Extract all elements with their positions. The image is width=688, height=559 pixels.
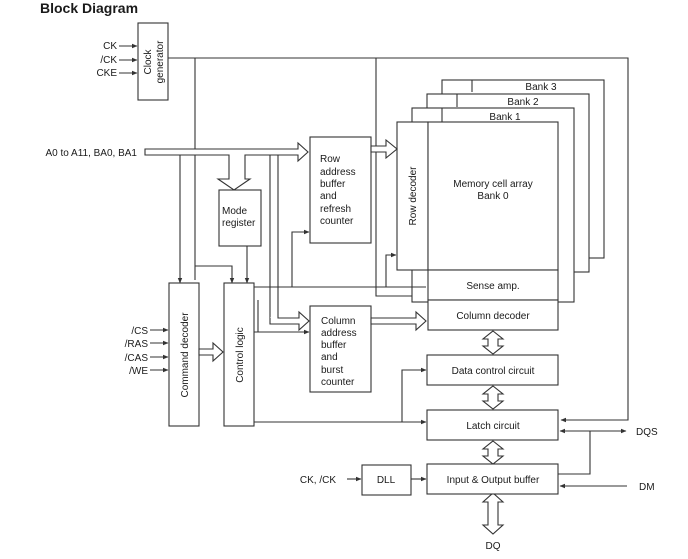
row-buffer-line-4: and [320, 191, 337, 202]
command-inputs: /CS /RAS /CAS /WE [125, 326, 169, 377]
control-logic-label: Control logic [235, 327, 246, 383]
mode-register-line-2: register [222, 218, 256, 229]
column-address-buffer-block: Column address buffer and burst counter [309, 305, 372, 393]
column-buffer-line-5: burst [321, 365, 343, 376]
dqs-output-label: DQS [636, 427, 658, 438]
clock-generator-label-1: Clock [143, 49, 154, 75]
row-address-buffer-block: Row address buffer and refresh counter [309, 136, 372, 244]
command-decoder-block: Command decoder [168, 282, 200, 427]
row-decoder-block: Row decoder [396, 121, 429, 271]
ck-input-label: CK [103, 41, 117, 52]
control-logic-wires [254, 229, 427, 425]
dll-label: DLL [377, 475, 396, 486]
address-tap-wires [177, 155, 279, 318]
data-control-label: Data control circuit [452, 366, 535, 377]
decoder-to-control-bus [198, 341, 224, 363]
row-buffer-line-6: counter [320, 216, 354, 227]
latch-circuit-block: Latch circuit [426, 409, 559, 441]
dll-block: DLL [361, 464, 412, 496]
clock-generator-block: Clock generator [137, 22, 169, 101]
we-input-label: /WE [129, 366, 148, 377]
data-control-circuit-block: Data control circuit [426, 354, 559, 386]
latch-io-bus [481, 440, 505, 465]
column-buffer-line-4: and [321, 352, 338, 363]
mode-register-line-1: Mode [222, 206, 247, 217]
row-buffer-line-1: Row [320, 154, 341, 165]
dm-input-label: DM [639, 482, 655, 493]
ras-input-label: /RAS [125, 339, 149, 350]
clock-inputs: CK /CK CKE [96, 41, 138, 79]
row-buffer-line-5: refresh [320, 204, 351, 215]
column-buffer-line-6: counter [321, 377, 355, 388]
io-buffer-label: Input & Output buffer [447, 475, 540, 486]
memory-cell-array-bank-0: Memory cell array Bank 0 [427, 121, 559, 271]
column-buffer-line-1: Column [321, 316, 355, 327]
bidirectional-buses [481, 330, 505, 535]
latch-label: Latch circuit [466, 421, 520, 432]
cke-input-label: CKE [96, 68, 117, 79]
dll-clock-input-label: CK, /CK [300, 475, 336, 486]
bank-0-label: Bank 0 [477, 191, 509, 202]
clock-to-control-wire [195, 265, 235, 284]
dq-bus [481, 492, 505, 535]
bank-3-label: Bank 3 [525, 82, 557, 93]
column-decoder-label: Column decoder [456, 311, 530, 322]
nck-input-label: /CK [100, 55, 117, 66]
column-buffer-line-2: address [321, 328, 357, 339]
column-decoder-block: Column decoder [427, 299, 559, 331]
column-buffer-line-3: buffer [321, 340, 347, 351]
clock-generator-label-2: generator [155, 40, 166, 83]
address-bus-arrow [144, 141, 309, 191]
bank-1-label: Bank 1 [489, 112, 521, 123]
memory-array-label: Memory cell array [453, 179, 532, 190]
row-decoder-label: Row decoder [408, 166, 419, 226]
clock-distribution-wires [168, 57, 629, 423]
mode-register-block: Mode register [218, 189, 262, 247]
row-buffer-line-2: address [320, 167, 356, 178]
io-buffer-block: Input & Output buffer [426, 463, 559, 495]
sense-amp-block: Sense amp. [427, 269, 559, 301]
dq-output-label: DQ [486, 541, 501, 552]
address-to-column-buffer-bus [269, 306, 310, 332]
sense-amp-label: Sense amp. [466, 281, 519, 292]
column-decoder-data-control-bus [481, 330, 505, 355]
row-address-to-decoder-bus [370, 138, 398, 160]
address-input-label: A0 to A11, BA0, BA1 [45, 148, 137, 159]
data-control-latch-bus [481, 385, 505, 410]
bank-2-label: Bank 2 [507, 97, 539, 108]
dqs-wires [558, 428, 627, 475]
cas-input-label: /CAS [125, 353, 149, 364]
cs-input-label: /CS [131, 326, 148, 337]
row-buffer-line-3: buffer [320, 179, 346, 190]
column-address-to-decoder-bus [370, 310, 427, 332]
command-decoder-label: Command decoder [180, 312, 191, 398]
control-logic-block: Control logic [223, 282, 255, 427]
diagram-title: Block Diagram [40, 0, 139, 16]
